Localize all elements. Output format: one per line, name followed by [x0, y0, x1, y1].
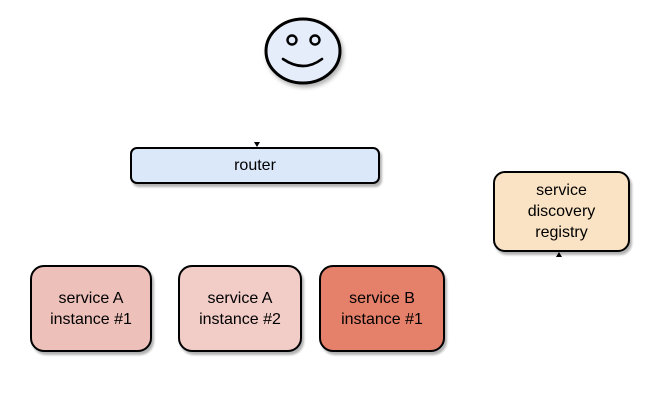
router-label: router	[234, 157, 276, 174]
left-eye-icon	[286, 34, 298, 46]
registry-bottom-arrowhead-icon	[556, 252, 562, 257]
router-node: router	[130, 147, 380, 184]
registry-label-line2: discovery	[527, 203, 596, 220]
service-a2-label-line1: service A	[207, 289, 273, 307]
service-discovery-registry-node: service discovery registry	[493, 171, 630, 252]
client-smiley-face-icon	[264, 17, 342, 85]
service-b1-label-line1: service B	[349, 289, 415, 307]
service-a-instance-2-node: service A instance #2	[178, 265, 302, 352]
service-a2-label-line2: instance #2	[199, 310, 281, 328]
service-b1-label-line2: instance #1	[341, 310, 423, 328]
right-eye-icon	[309, 34, 321, 46]
service-a-instance-1-node: service A instance #1	[30, 265, 152, 352]
service-a1-label-line2: instance #1	[50, 310, 132, 328]
registry-label-line1: service	[536, 182, 587, 199]
registry-label-line3: registry	[535, 224, 588, 241]
service-a1-label-line1: service A	[58, 289, 124, 307]
service-b-instance-1-node: service B instance #1	[319, 265, 445, 352]
smile-mouth-icon	[281, 57, 324, 68]
router-top-arrowhead-icon	[254, 142, 260, 147]
